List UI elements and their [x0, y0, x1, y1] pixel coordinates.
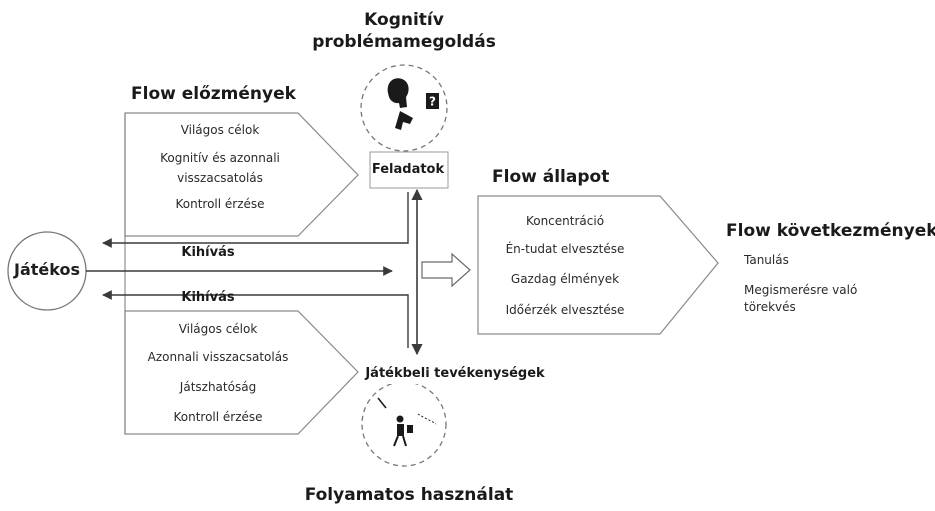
flow-state-item-4: Időérzék elvesztése: [505, 303, 625, 317]
top-dashed-circle: [360, 64, 448, 152]
activities-label: Játékbeli tevékenységek: [365, 366, 545, 381]
lower-item-4: Kontroll érzése: [173, 410, 263, 424]
challenge-lower-label: Kihívás: [181, 290, 235, 305]
consequence-item-3: törekvés: [744, 300, 796, 314]
upper-item-1: Világos célok: [180, 123, 260, 137]
tasks-label-box: [369, 151, 449, 189]
player-label: Játékos: [14, 260, 80, 279]
flow-state-item-2: Én-tudat elvesztése: [505, 242, 625, 256]
tasks-label: Feladatok: [371, 162, 445, 177]
top-label-line2: problémamegoldás: [312, 32, 496, 52]
bottom-label: Folyamatos használat: [304, 485, 514, 505]
flow-state-title: Flow állapot: [492, 167, 610, 187]
flow-state-item-1: Koncentráció: [525, 214, 605, 228]
lower-item-3: Játszhatóság: [179, 380, 257, 394]
flow-state-box: [477, 195, 719, 335]
activities-label-box: [368, 364, 542, 384]
thinking-person-icon: [387, 78, 413, 130]
walking-person-icon: [377, 397, 437, 447]
consequences-title: Flow következmények: [726, 221, 935, 241]
hollow-arrow: [421, 252, 471, 288]
lower-item-1: Világos célok: [178, 322, 258, 336]
flow-state-item-3: Gazdag élmények: [510, 272, 620, 286]
upper-item-4: Kontroll érzése: [175, 197, 265, 211]
question-mark-icon: ?: [426, 93, 439, 109]
svg-text:?: ?: [429, 95, 436, 109]
lower-item-2: Azonnali visszacsatolás: [147, 350, 289, 364]
consequence-item-2: Megismerésre való: [744, 283, 858, 297]
upper-item-3: visszacsatolás: [177, 171, 263, 185]
consequence-item-1: Tanulás: [744, 253, 789, 267]
top-label-line1: Kognitív: [364, 10, 444, 30]
antecedents-title: Flow előzmények: [131, 84, 296, 104]
upper-item-2: Kognitív és azonnali: [160, 151, 280, 165]
upper-challenge-arrow: [102, 192, 409, 248]
challenge-upper-label: Kihívás: [181, 245, 235, 260]
lower-challenge-arrow: [102, 290, 409, 348]
